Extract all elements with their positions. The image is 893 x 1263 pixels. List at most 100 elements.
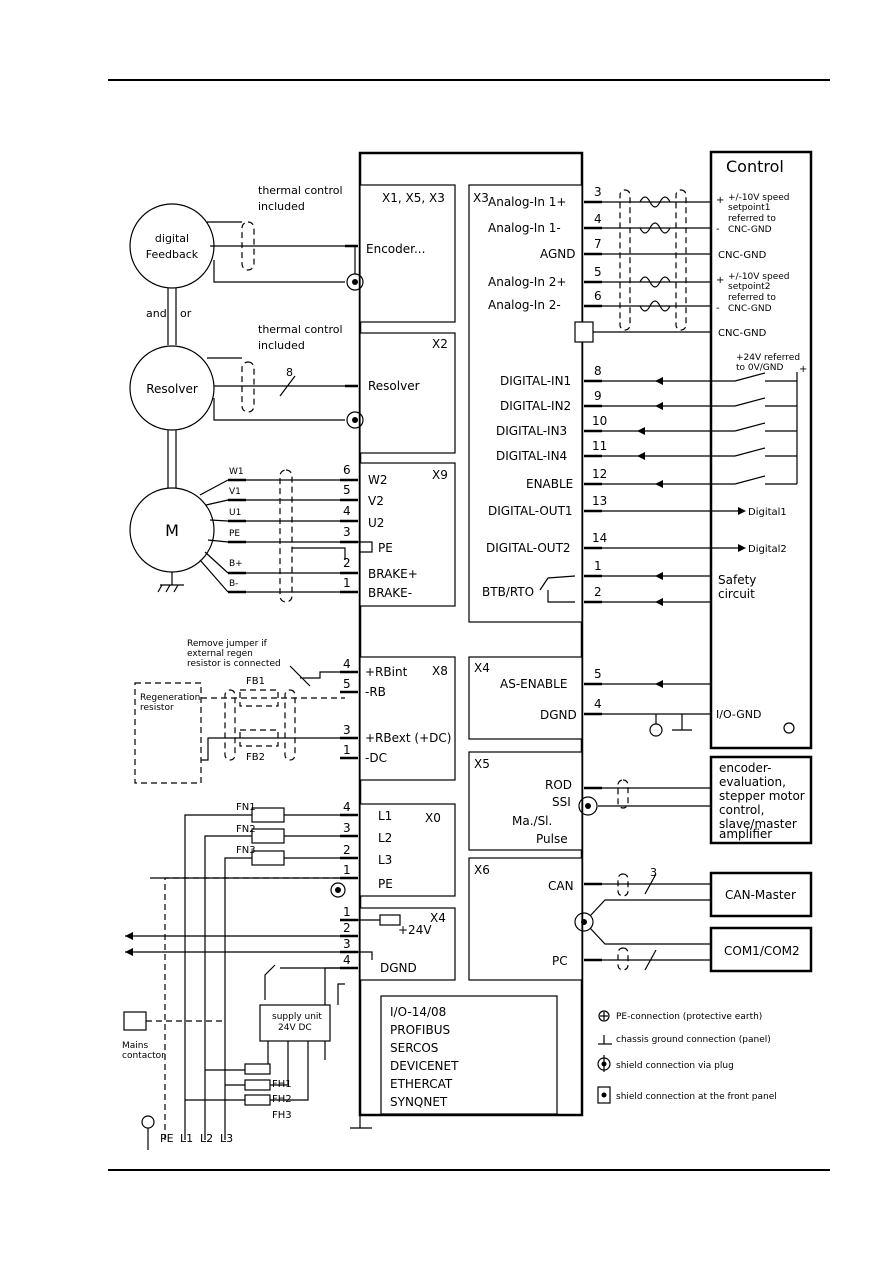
- svg-text:AGND: AGND: [540, 247, 576, 261]
- svg-text:ROD: ROD: [545, 778, 572, 792]
- svg-text:+RBint: +RBint: [365, 665, 408, 679]
- svg-text:+: +: [716, 275, 724, 286]
- svg-text:W2: W2: [368, 473, 388, 487]
- svg-text:B-: B-: [229, 579, 238, 589]
- regen-note-3: resistor is connected: [187, 659, 281, 669]
- svg-text:Analog-In 1-: Analog-In 1-: [488, 221, 561, 235]
- svg-text:2: 2: [343, 556, 351, 570]
- svg-text:+24V referred: +24V referred: [736, 353, 800, 363]
- or-label: or: [180, 307, 192, 320]
- thermal2-line1: thermal control: [258, 323, 343, 336]
- svg-text:W1: W1: [229, 467, 244, 477]
- svg-text:PC: PC: [552, 954, 568, 968]
- svg-text:4: 4: [343, 504, 351, 518]
- resolver-device-label: Resolver: [146, 382, 198, 396]
- svg-text:referred to: referred to: [728, 293, 776, 303]
- svg-text:L2: L2: [378, 831, 392, 845]
- x2-label: Resolver: [368, 379, 420, 393]
- svg-text:V2: V2: [368, 494, 384, 508]
- svg-text:L1: L1: [180, 1132, 193, 1145]
- fuse-fn3: FN3: [236, 845, 256, 856]
- x0-title: X0: [425, 811, 441, 825]
- svg-text:BRAKE+: BRAKE+: [368, 567, 418, 581]
- svg-text:slave/master: slave/master: [719, 817, 797, 831]
- svg-text:to 0V/GND: to 0V/GND: [736, 363, 784, 373]
- svg-text:3: 3: [343, 937, 351, 951]
- svg-text:PE: PE: [229, 529, 240, 539]
- svg-text:CNC-GND: CNC-GND: [728, 304, 772, 314]
- svg-text:+: +: [716, 195, 724, 206]
- svg-text:L1: L1: [378, 809, 392, 823]
- svg-text:4: 4: [343, 953, 351, 967]
- svg-text:DIGITAL-IN2: DIGITAL-IN2: [500, 399, 571, 413]
- svg-text:Digital1: Digital1: [748, 507, 787, 518]
- x4r-pins: AS-ENABLE DGND 5 4: [500, 667, 711, 737]
- svg-text:14: 14: [592, 531, 607, 545]
- com-box: [709, 926, 813, 973]
- svg-text:8: 8: [594, 364, 602, 378]
- block-x5: [468, 751, 583, 851]
- x8-pins: 4+RBint 5-RB 3+RBext (+DC) 1-DC: [340, 657, 451, 765]
- svg-text:6: 6: [594, 289, 602, 303]
- x0-pins: 4L1 3L2 2L3 1PE: [340, 800, 393, 891]
- svg-text:9: 9: [594, 389, 602, 403]
- svg-text:7: 7: [594, 237, 602, 251]
- svg-text:PE: PE: [378, 877, 393, 891]
- svg-text:Analog-In 2-: Analog-In 2-: [488, 298, 561, 312]
- supply-unit-box: [259, 1004, 331, 1042]
- svg-text:2: 2: [343, 921, 351, 935]
- regen-note-1: Remove jumper if: [187, 639, 268, 649]
- fuse-fn2: FN2: [236, 824, 256, 835]
- x1-title: X1, X5, X3: [382, 191, 445, 205]
- block-x3: [468, 184, 583, 623]
- svg-text:CNC-GND: CNC-GND: [718, 250, 767, 261]
- svg-text:ETHERCAT: ETHERCAT: [390, 1077, 453, 1091]
- svg-text:B+: B+: [229, 559, 243, 569]
- digital-wiring: [602, 372, 798, 606]
- svg-text:BTB/RTO: BTB/RTO: [482, 585, 534, 599]
- supply-label-2: 24V DC: [278, 1023, 312, 1033]
- svg-text:Digital2: Digital2: [748, 544, 787, 555]
- x2-title: X2: [432, 337, 448, 351]
- svg-text:3: 3: [594, 185, 602, 199]
- block-x6: [468, 857, 583, 981]
- supply-label-1: supply unit: [272, 1012, 322, 1022]
- svg-text:10: 10: [592, 414, 607, 428]
- svg-text:DGND: DGND: [540, 708, 577, 722]
- block-x4-right: [468, 656, 583, 740]
- svg-text:4: 4: [594, 697, 602, 711]
- svg-text:Analog-In 1+: Analog-In 1+: [488, 195, 566, 209]
- svg-text:setpoint1: setpoint1: [728, 203, 770, 213]
- x6-title: X6: [474, 863, 490, 877]
- svg-text:I/O-GND: I/O-GND: [716, 708, 762, 721]
- x1-label: Encoder...: [366, 242, 425, 256]
- svg-text:ENABLE: ENABLE: [526, 477, 573, 491]
- svg-text:PROFIBUS: PROFIBUS: [390, 1023, 450, 1037]
- com-label: COM1/COM2: [724, 944, 800, 958]
- svg-text:Analog-In 2+: Analog-In 2+: [488, 275, 566, 289]
- svg-text:I/O-14/08: I/O-14/08: [390, 1005, 446, 1019]
- svg-text:+RBext (+DC): +RBext (+DC): [365, 731, 451, 745]
- svg-text:CAN: CAN: [548, 879, 574, 893]
- resolver-wire-count: 8: [286, 366, 293, 379]
- svg-text:Safety: Safety: [718, 573, 756, 587]
- svg-text:DIGITAL-OUT1: DIGITAL-OUT1: [488, 504, 573, 518]
- svg-text:DIGITAL-IN4: DIGITAL-IN4: [496, 449, 567, 463]
- svg-text:13: 13: [592, 494, 607, 508]
- svg-text:+/-10V speed: +/-10V speed: [728, 193, 789, 203]
- x8-title: X8: [432, 664, 448, 678]
- feedback-circle: [129, 203, 215, 289]
- x4l-title: X4: [430, 911, 446, 925]
- block-x9: [359, 462, 456, 607]
- motor-label: M: [165, 521, 179, 540]
- svg-text:SERCOS: SERCOS: [390, 1041, 438, 1055]
- svg-text:DEVICENET: DEVICENET: [390, 1059, 459, 1073]
- svg-text:DIGITAL-IN3: DIGITAL-IN3: [496, 424, 567, 438]
- svg-text:SSI: SSI: [552, 795, 571, 809]
- svg-text:PE: PE: [378, 541, 393, 555]
- feedback-line2: Feedback: [146, 248, 199, 261]
- control-labels: + +/-10V speed setpoint1 referred to CNC…: [716, 193, 807, 734]
- svg-text:DGND: DGND: [380, 961, 417, 975]
